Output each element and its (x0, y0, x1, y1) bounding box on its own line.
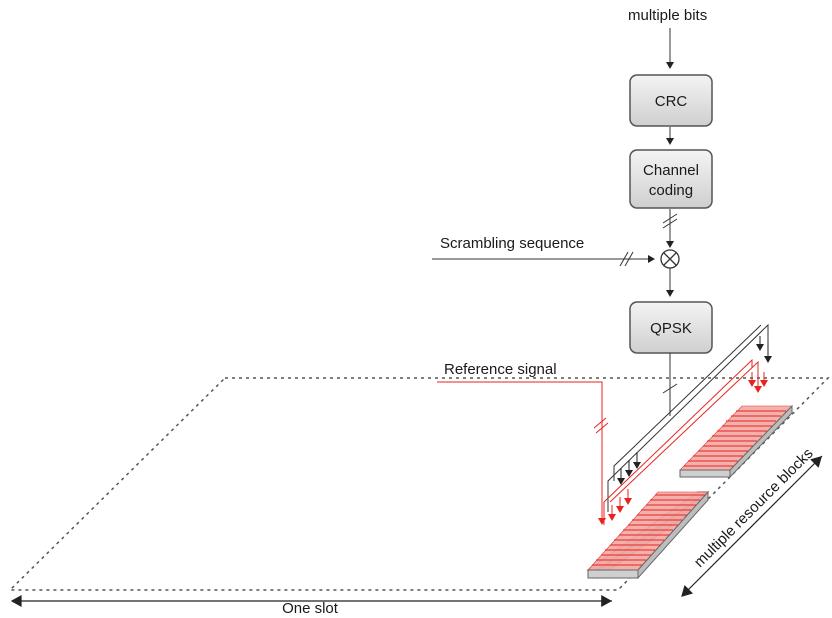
resource-block-upper (679, 404, 793, 479)
scrambling-label: Scrambling sequence (440, 235, 584, 252)
reference-arrows-top (748, 372, 768, 393)
crc-block: CRC (629, 74, 713, 127)
reference-signal-path (437, 358, 759, 525)
bus-slash-1 (662, 213, 678, 229)
bus-slash-4 (593, 417, 609, 434)
resource-blocks-arrow (681, 455, 823, 597)
qpsk-label: QPSK (650, 320, 692, 337)
data-bus (607, 323, 769, 512)
slot-label: One slot (282, 600, 339, 617)
channel-coding-label-line2: coding (649, 182, 693, 199)
qpsk-block: QPSK (629, 301, 713, 354)
channel-coding-block: Channel coding (629, 149, 713, 209)
bus-slash-2 (619, 251, 634, 267)
bus-slash-3 (662, 383, 678, 394)
channel-coding-label-line1: Channel (643, 162, 699, 179)
input-label: multiple bits (628, 7, 707, 24)
scrambler-multiplier-icon (660, 249, 680, 269)
data-arrows-top (756, 336, 772, 363)
data-arrows-bottom (617, 452, 641, 485)
slot-plane (8, 377, 830, 591)
reference-arrows-bottom (608, 489, 632, 521)
crc-label: CRC (655, 93, 688, 110)
reference-label: Reference signal (444, 361, 557, 378)
resource-block-lower (586, 490, 710, 580)
